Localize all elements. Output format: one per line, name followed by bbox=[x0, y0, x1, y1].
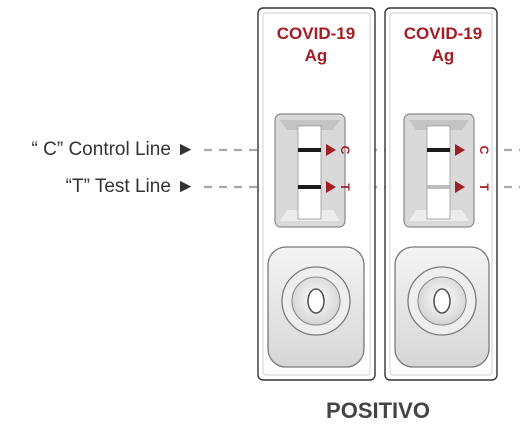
test-cassette-2: COVID-19 Ag C T bbox=[384, 7, 498, 381]
test-cassette-1: COVID-19 Ag C T bbox=[257, 7, 376, 381]
cassette-inner-border bbox=[262, 12, 371, 376]
cassette-inner-border bbox=[389, 12, 493, 376]
control-line-band bbox=[298, 148, 321, 152]
test-line-band-strong bbox=[298, 185, 321, 189]
control-mark: C bbox=[477, 146, 491, 155]
result-window-bevel bbox=[280, 120, 340, 130]
test-line-band-faint bbox=[427, 185, 450, 189]
result-window-bevel bbox=[409, 120, 469, 130]
control-line-band bbox=[427, 148, 450, 152]
test-mark: T bbox=[477, 183, 491, 191]
sample-well-hole bbox=[433, 288, 451, 314]
cassette-title-ag: Ag bbox=[305, 46, 328, 65]
control-line-label: “ C” Control Line ► bbox=[32, 139, 195, 160]
test-arrow-marker bbox=[455, 181, 465, 193]
control-arrow-marker bbox=[326, 144, 336, 156]
cassette-title-ag: Ag bbox=[432, 46, 455, 65]
test-strip bbox=[426, 125, 451, 220]
test-arrow-marker bbox=[326, 181, 336, 193]
result-label: POSITIVO bbox=[326, 398, 430, 423]
sample-well-hole bbox=[307, 288, 325, 314]
control-arrow-marker bbox=[455, 144, 465, 156]
test-line-label: “T” Test Line ► bbox=[66, 176, 195, 197]
cassette-title-covid19: COVID-19 bbox=[277, 24, 355, 43]
test-mark: T bbox=[338, 183, 352, 191]
cassette-title-covid19: COVID-19 bbox=[404, 24, 482, 43]
control-mark: C bbox=[338, 146, 352, 155]
test-strip bbox=[297, 125, 322, 220]
